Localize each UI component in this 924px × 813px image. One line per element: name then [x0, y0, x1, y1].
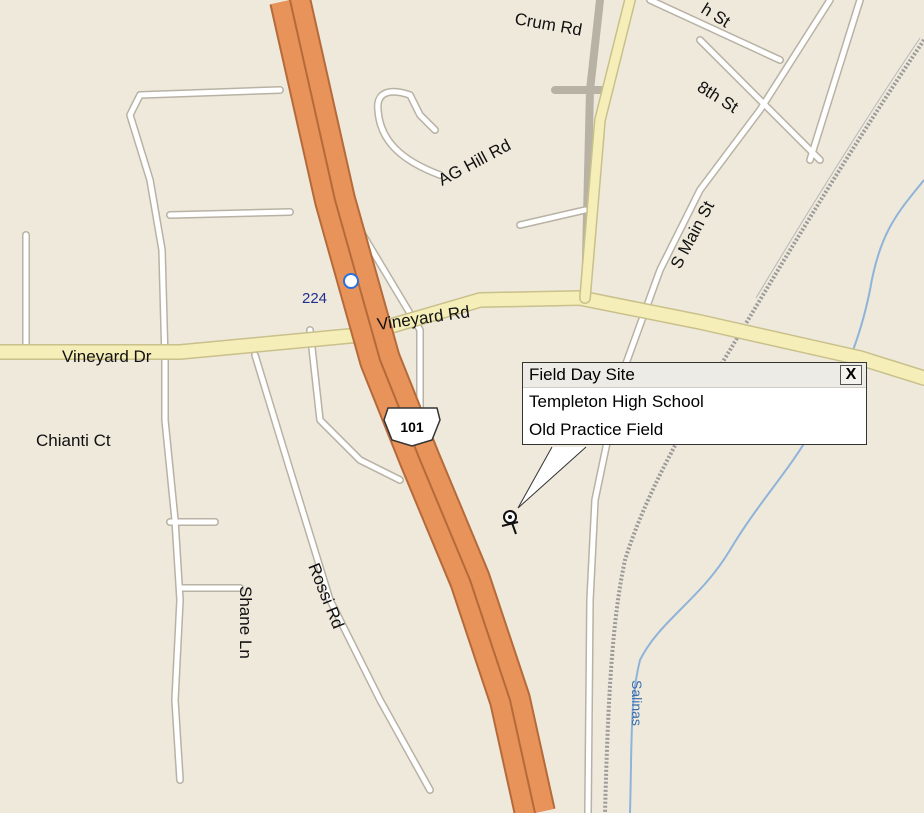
road-label-crum-rd: Crum Rd — [513, 9, 583, 40]
salinas-river — [629, 179, 924, 813]
callout-pointer — [517, 446, 587, 509]
callout-popup: Field Day Site X Templeton High School O… — [522, 362, 867, 445]
road-label-chianti-ct: Chianti Ct — [36, 431, 111, 450]
road-label-vineyard-dr: Vineyard Dr — [62, 347, 152, 366]
callout-header: Field Day Site X — [523, 363, 866, 388]
close-icon: X — [845, 366, 857, 383]
callout-line: Templeton High School — [529, 392, 704, 411]
road-label-ag-hill-rd: AG Hill Rd — [435, 135, 514, 189]
railroad — [603, 38, 924, 813]
callout-title: Field Day Site — [529, 365, 635, 384]
pushpin-icon[interactable] — [501, 510, 519, 535]
shield-number: 101 — [400, 419, 424, 435]
close-button[interactable]: X — [840, 365, 862, 385]
highway-101-shield: 101 — [383, 407, 441, 447]
river-label: Salinas — [629, 680, 645, 726]
road-label-rossi-rd: Rossi Rd — [304, 560, 347, 631]
callout-line: Old Practice Field — [529, 420, 664, 439]
exit-marker[interactable] — [343, 273, 359, 289]
road-label-8th-st: 8th St — [694, 77, 742, 117]
road-label-shane-ln: Shane Ln — [236, 586, 255, 659]
exit-number-label: 224 — [302, 290, 327, 307]
